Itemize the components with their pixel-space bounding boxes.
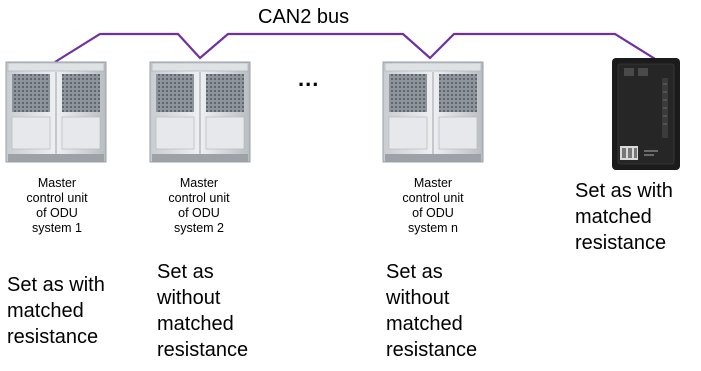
- odu-unit-1-label: Master control unit of ODU system 1: [26, 176, 88, 235]
- odu-unit-1-image: [5, 61, 107, 163]
- gateway-resistance-setting: Set as with matched resistance: [575, 180, 673, 254]
- odu-unit-2-image: [149, 61, 251, 163]
- odu-unit-2-resistance-setting: Set as without matched resistance: [157, 261, 249, 361]
- ellipsis-more-units: ...: [298, 66, 320, 91]
- odu-unit-1-resistance-setting: Set as with matched resistance: [7, 274, 105, 348]
- odu-unit-2-label: Master control unit of ODU system 2: [168, 176, 230, 235]
- odu-unit-n-label: Master control unit of ODU system n: [402, 176, 464, 235]
- odu-unit-n-image: [382, 61, 484, 163]
- can-bus-title: CAN2 bus: [258, 6, 350, 28]
- can-bus-line: [54, 32, 661, 63]
- gateway-device-image: [612, 58, 680, 170]
- odu-unit-n-resistance-setting: Set as without matched resistance: [386, 261, 478, 361]
